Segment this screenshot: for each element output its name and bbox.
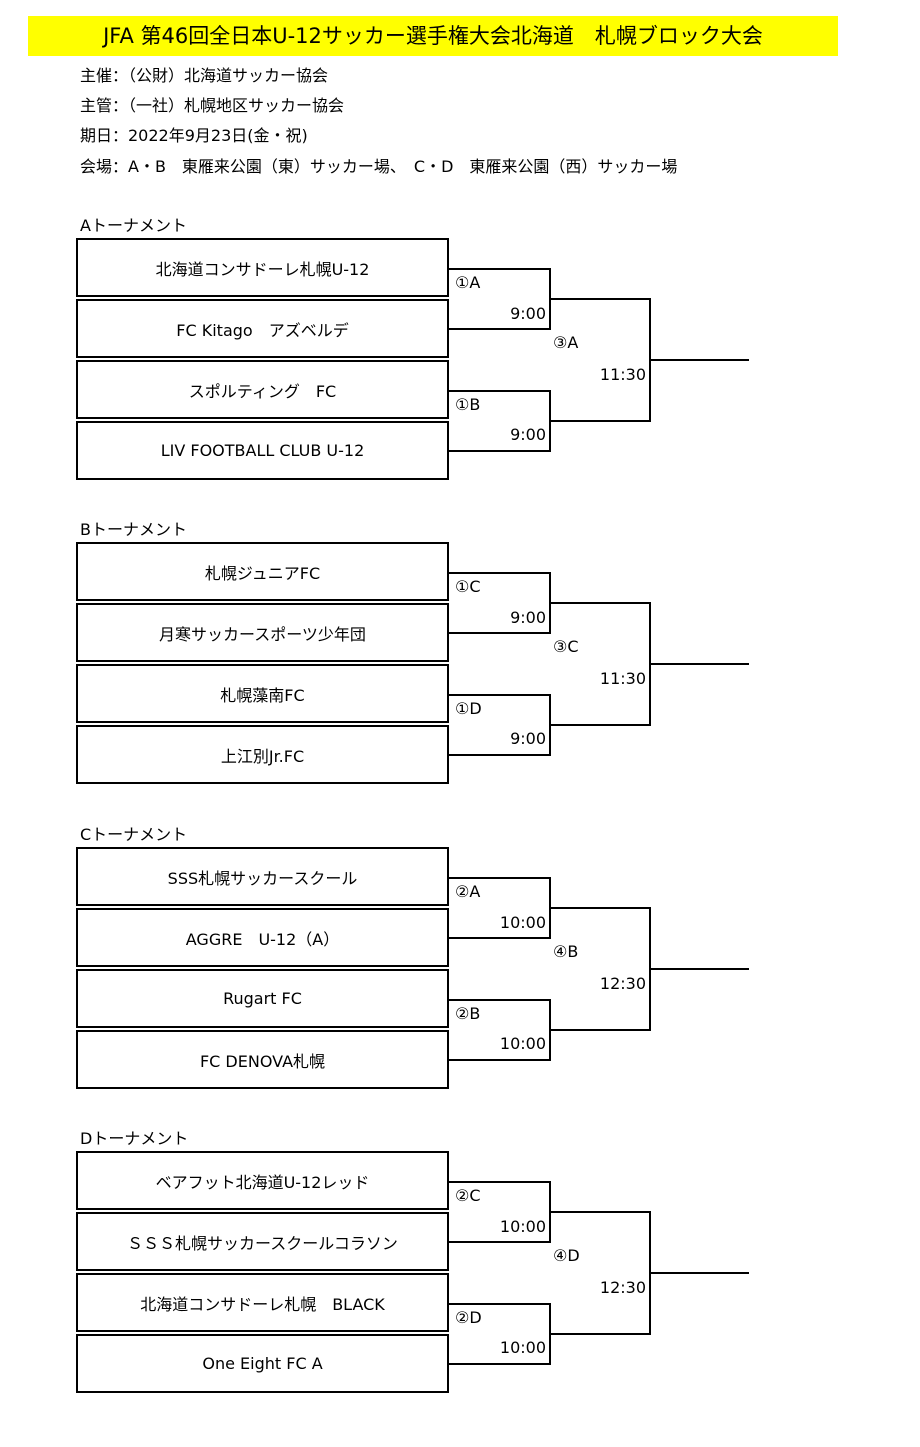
team-box: One Eight FC A: [76, 1334, 449, 1393]
team-box: 北海道コンサドーレ札幌 BLACK: [76, 1273, 449, 1332]
bracket-line: [549, 1029, 650, 1031]
match-code: ①D: [455, 699, 482, 718]
team-box: スポルティング FC: [76, 360, 449, 419]
bracket-line: [549, 602, 650, 604]
match-code: ④D: [553, 1246, 580, 1265]
team-box: Rugart FC: [76, 969, 449, 1028]
bracket-line: [549, 1333, 650, 1335]
manager-line: 主管：（一社）札幌地区サッカー協会: [80, 96, 345, 115]
team-name: SSS札幌サッカースクール: [167, 868, 358, 888]
match-time: 10:00: [499, 1034, 546, 1053]
match-code: ①A: [455, 273, 481, 292]
bracket-line: [549, 1211, 650, 1213]
team-box: 上江別Jr.FC: [76, 725, 449, 784]
bracket-line: [549, 907, 650, 909]
bracket-line: [449, 1181, 550, 1183]
bracket-line: [449, 694, 550, 696]
bracket-line: [449, 450, 550, 452]
date-line: 期日：2022年9月23日(金・祝): [80, 126, 308, 145]
team-name: 北海道コンサドーレ札幌 BLACK: [140, 1294, 385, 1314]
team-box: SSS札幌サッカースクール: [76, 847, 449, 906]
bracket-line: [549, 420, 650, 422]
team-name: AGGRE U-12（A）: [185, 929, 340, 949]
team-name: 札幌ジュニアFC: [204, 563, 321, 583]
venue-line: 会場：A・B 東雁来公園（東）サッカー場、 C・D 東雁来公園（西）サッカー場: [80, 157, 678, 176]
bracket-line: [449, 999, 550, 1001]
bracket-line: [449, 1059, 550, 1061]
bracket-line: [449, 1241, 550, 1243]
team-box: 札幌藻南FC: [76, 664, 449, 723]
tournament-c-label: Cトーナメント: [80, 825, 188, 844]
team-name: 上江別Jr.FC: [220, 746, 305, 766]
team-name: LIV FOOTBALL CLUB U-12: [160, 441, 365, 460]
match-code: ②C: [455, 1186, 481, 1205]
organizer-line: 主催：（公財）北海道サッカー協会: [80, 66, 329, 85]
bracket-line: [549, 724, 650, 726]
team-box: 北海道コンサドーレ札幌U-12: [76, 238, 449, 297]
bracket-line: [649, 359, 749, 361]
tournament-b-label: Bトーナメント: [80, 520, 187, 539]
match-code: ②A: [455, 882, 481, 901]
match-code: ②B: [455, 1004, 481, 1023]
match-time: 11:30: [599, 669, 646, 688]
team-name: 北海道コンサドーレ札幌U-12: [155, 259, 370, 279]
bracket-line: [449, 572, 550, 574]
bracket-line: [549, 298, 650, 300]
match-code: ③A: [553, 333, 579, 352]
team-name: ＳＳＳ札幌サッカースクールコラソン: [127, 1233, 398, 1253]
page-title: JFA 第46回全日本U-12サッカー選手権大会北海道 札幌ブロック大会: [28, 16, 838, 56]
team-name: ベアフット北海道U-12レッド: [155, 1172, 370, 1192]
team-name: 月寒サッカースポーツ少年団: [159, 624, 366, 644]
bracket-line: [449, 268, 550, 270]
match-time: 12:30: [599, 974, 646, 993]
match-time: 10:00: [499, 1338, 546, 1357]
team-box: 月寒サッカースポーツ少年団: [76, 603, 449, 662]
team-name: FC DENOVA札幌: [199, 1051, 326, 1071]
bracket-line: [449, 1363, 550, 1365]
team-name: One Eight FC A: [202, 1354, 323, 1373]
match-code: ③C: [553, 637, 579, 656]
match-time: 9:00: [510, 608, 546, 627]
team-box: FC DENOVA札幌: [76, 1030, 449, 1089]
bracket-line: [449, 937, 550, 939]
match-code: ②D: [455, 1308, 482, 1327]
bracket-line: [449, 1303, 550, 1305]
team-name: Rugart FC: [223, 989, 302, 1008]
match-time: 9:00: [510, 304, 546, 323]
match-code: ①C: [455, 577, 481, 596]
bracket-line: [449, 328, 550, 330]
team-name: 札幌藻南FC: [220, 685, 305, 705]
match-code: ①B: [455, 395, 481, 414]
bracket-line: [449, 877, 550, 879]
team-box: 札幌ジュニアFC: [76, 542, 449, 601]
team-box: ベアフット北海道U-12レッド: [76, 1151, 449, 1210]
team-name: FC Kitago アズベルデ: [176, 320, 349, 340]
match-time: 12:30: [599, 1278, 646, 1297]
team-box: LIV FOOTBALL CLUB U-12: [76, 421, 449, 480]
match-time: 9:00: [510, 729, 546, 748]
match-time: 9:00: [510, 425, 546, 444]
bracket-line: [449, 390, 550, 392]
team-name: スポルティング FC: [188, 381, 337, 401]
bracket-line: [649, 968, 749, 970]
match-code: ④B: [553, 942, 579, 961]
match-time: 11:30: [599, 365, 646, 384]
bracket-line: [449, 754, 550, 756]
team-box: AGGRE U-12（A）: [76, 908, 449, 967]
bracket-line: [649, 663, 749, 665]
team-box: FC Kitago アズベルデ: [76, 299, 449, 358]
match-time: 10:00: [499, 913, 546, 932]
match-time: 10:00: [499, 1217, 546, 1236]
team-box: ＳＳＳ札幌サッカースクールコラソン: [76, 1212, 449, 1271]
tournament-a-label: Aトーナメント: [80, 216, 187, 235]
bracket-line: [449, 632, 550, 634]
bracket-line: [649, 1272, 749, 1274]
tournament-d-label: Dトーナメント: [80, 1129, 189, 1148]
